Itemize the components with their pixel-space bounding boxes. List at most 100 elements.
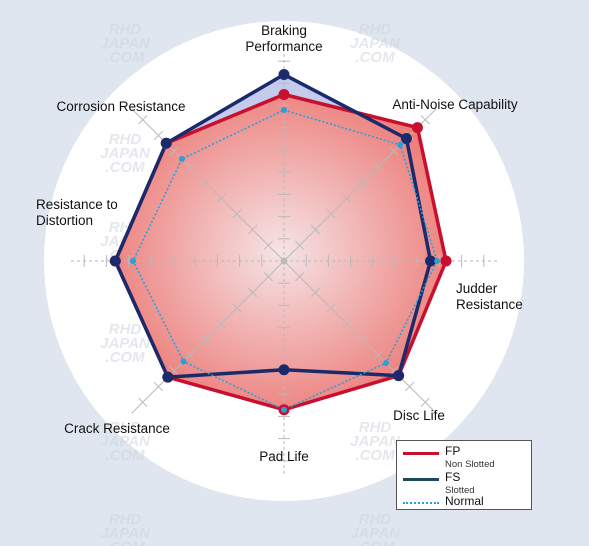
watermark-text: RHD [109, 511, 142, 528]
series-normal-point [397, 141, 404, 148]
series-normal-point [130, 258, 137, 264]
legend-item-normal: Normal [403, 495, 484, 508]
radar-tick [263, 240, 273, 250]
series-fs-point [160, 137, 172, 149]
watermark-text: RHD [359, 419, 392, 436]
series-fp-point [440, 255, 452, 267]
radar-axis-line [283, 260, 437, 414]
legend-swatch-fs [403, 478, 439, 481]
radar-tick [404, 381, 415, 392]
series-normal-point [281, 107, 287, 114]
radar-tick [295, 240, 305, 250]
radar-tick [216, 319, 226, 329]
watermark-text: RHD [109, 321, 142, 338]
series-fs-point [278, 364, 290, 376]
watermark-text: JAPAN [100, 433, 151, 450]
watermark-text: .COM [355, 49, 395, 66]
radar-tick [153, 130, 164, 141]
radar-tick [185, 350, 195, 360]
radar-tick [310, 287, 320, 297]
series-fs-point [425, 255, 437, 267]
radar-tick [357, 177, 368, 188]
legend-item-fs: FS Slotted [403, 471, 475, 497]
watermark-text: RHD [109, 21, 142, 38]
radar-tick [310, 225, 320, 235]
watermark-text: JAPAN [100, 145, 151, 162]
axis-label: Corrosion Resistance [56, 99, 185, 114]
radar-tick [153, 381, 164, 392]
legend-label-fs: FS [445, 470, 461, 484]
watermark-text: JAPAN [100, 525, 151, 542]
series-fp-point [278, 89, 290, 100]
watermark-text: RHD [109, 419, 142, 436]
radar-tick [420, 397, 430, 407]
watermark-text: JAPAN [350, 35, 401, 52]
radar-tick [248, 225, 258, 235]
series-normal-point [178, 155, 185, 162]
radar-tick [357, 334, 368, 345]
radar-tick [138, 115, 148, 125]
series-fs-point [393, 370, 405, 382]
legend-sublabel-fp: Non Slotted [445, 459, 495, 470]
radar-tick [326, 303, 336, 313]
radar-tick [232, 209, 242, 219]
axis-label: Crack Resistance [64, 421, 170, 436]
watermark-text: RHD [359, 21, 392, 38]
series-fs-point [400, 133, 412, 145]
radar-tick [326, 209, 336, 219]
series-normal-point [281, 406, 287, 413]
radar-axis-line [283, 108, 437, 262]
legend-swatch-normal [403, 502, 439, 504]
series-normal-point [180, 358, 187, 365]
series-fp-point [411, 122, 423, 134]
watermark-text: JAPAN [100, 35, 151, 52]
legend-label-fp: FP [445, 444, 461, 458]
radar-tick [185, 162, 195, 172]
radar-tick [248, 287, 258, 297]
axis-label: Anti-Noise Capability [392, 97, 518, 112]
watermark-text: .COM [105, 539, 145, 546]
radar-tick [200, 334, 211, 345]
legend-swatch-fp [403, 452, 439, 455]
watermark-text: .COM [105, 349, 145, 366]
radar-tick [216, 193, 226, 203]
watermark-text: .COM [355, 539, 395, 546]
watermark-text: .COM [105, 159, 145, 176]
watermark-text: JAPAN [350, 525, 401, 542]
radar-tick [420, 115, 430, 125]
watermark-text: .COM [105, 49, 145, 66]
radar-center-dot [280, 257, 288, 265]
radar-tick [169, 146, 179, 156]
radar-tick [342, 319, 352, 329]
series-fs-point [109, 255, 121, 267]
radar-tick [169, 366, 179, 376]
radar-tick [263, 272, 273, 282]
radar-axis-line [131, 260, 285, 414]
radar-tick [138, 397, 148, 407]
legend-item-fp: FP Non Slotted [403, 445, 495, 471]
watermark-text: RHD [359, 511, 392, 528]
radar-tick [373, 350, 383, 360]
radar-tick [200, 177, 211, 188]
radar-tick [373, 162, 383, 172]
watermark-text: .COM [355, 447, 395, 464]
series-normal-point [383, 360, 390, 367]
radar-tick [389, 146, 399, 156]
series-fs-point [278, 69, 290, 81]
radar-tick [295, 272, 305, 282]
axis-label: Disc Life [393, 408, 445, 423]
series-normal-point [434, 258, 441, 264]
legend-sublabel-fs: Slotted [445, 485, 475, 496]
